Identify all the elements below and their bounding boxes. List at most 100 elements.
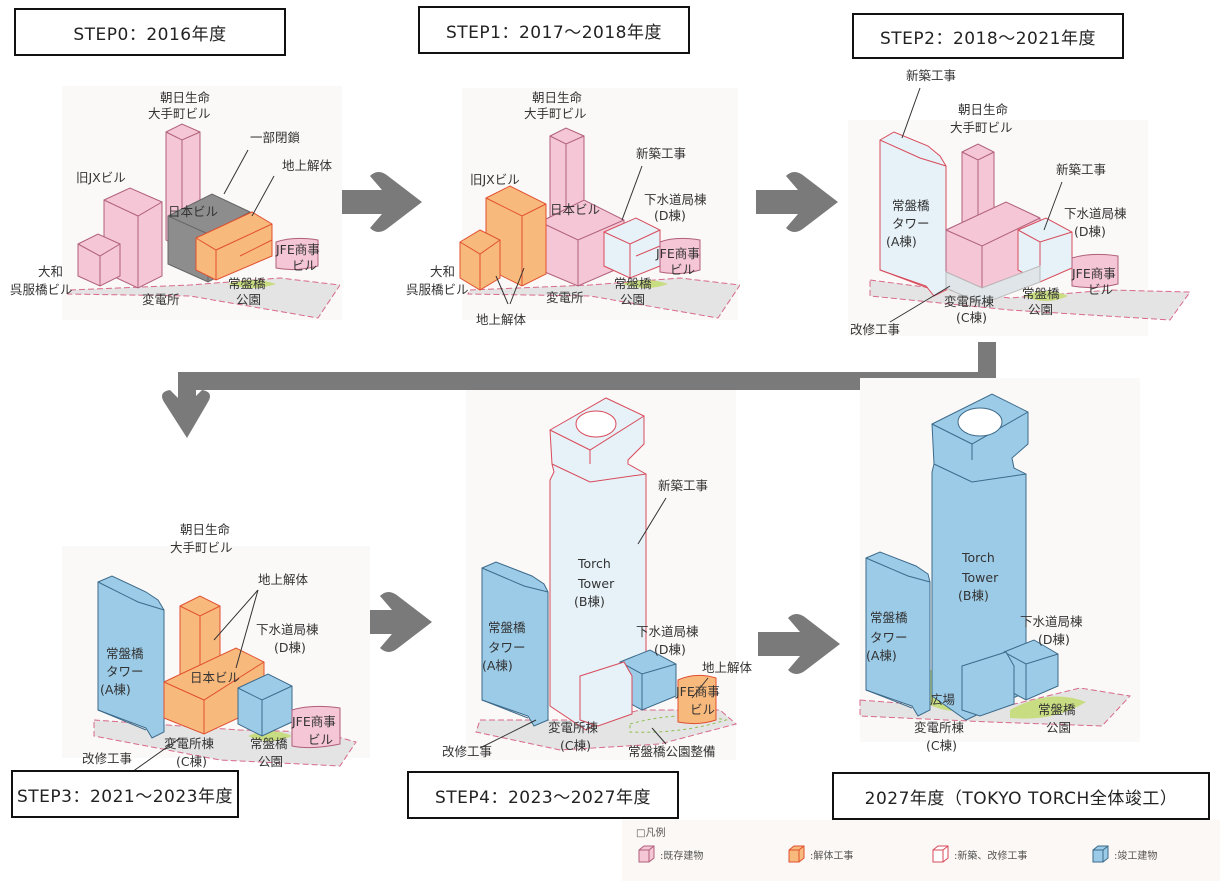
label-sewerage-2: (D棟): [654, 208, 686, 223]
label-above-ground-demolition: 地上解体: [476, 312, 527, 327]
step3-title-text: STEP3：2021～2023年度: [16, 786, 233, 807]
label-tower-1: 常盤橋: [870, 610, 908, 625]
label-jfe-1: JFE商事: [655, 246, 700, 261]
step3-illustration: 朝日生命 大手町ビル 地上解体 常盤橋 タワー (A棟) 日本ビル 下水道局棟 …: [93, 522, 357, 770]
final-title-text: 2027年度（TOKYO TORCH全体竣工）: [864, 788, 1178, 809]
legend-item-demolition: :解体工事: [786, 844, 853, 864]
torch-tower: [549, 397, 647, 731]
label-daiwa-1: 大和: [430, 264, 455, 279]
arrow-step0-to-step1: [340, 172, 422, 232]
cube-new-construction-icon: [932, 845, 949, 863]
label-park-2: 公園: [236, 292, 261, 307]
label-sewerage-1: 下水道局棟: [256, 622, 319, 637]
label-park-2: 公園: [258, 754, 283, 769]
label-park-development: 常盤橋公園整備: [628, 744, 716, 759]
label-torch-1: Torch: [577, 556, 611, 571]
label-park-1: 常盤橋: [1038, 702, 1076, 717]
label-jfe-1: JFE商事: [675, 684, 720, 699]
label-park-2: 公園: [620, 292, 645, 307]
label-jfe-2: ビル: [308, 732, 333, 747]
label-daiwa-2: 呉服橋ビル: [10, 282, 73, 297]
label-plaza: 広場: [930, 692, 955, 707]
label-sewerage-1: 下水道局棟: [1064, 206, 1127, 221]
demolition-building: [195, 211, 273, 281]
arrow-step1-to-step2: [756, 172, 838, 232]
label-substation-2: (C棟): [560, 738, 591, 753]
label-above-ground-demolition: 地上解体: [702, 660, 753, 675]
label-asahi-2: 大手町ビル: [950, 120, 1013, 135]
label-park-1: 常盤橋: [250, 736, 288, 751]
label-jfe-2: ビル: [670, 262, 695, 277]
park-area: [228, 280, 276, 288]
arrow-step2-to-step3: [162, 342, 996, 438]
label-jfe-2: ビル: [1088, 282, 1113, 297]
label-substation-1: 変電所棟: [944, 294, 995, 309]
label-tower-1: 常盤橋: [892, 198, 930, 213]
label-substation: 変電所: [142, 292, 180, 307]
label-substation-1: 変電所棟: [914, 720, 965, 735]
label-step3-renovation: 改修工事: [82, 751, 133, 766]
tokiwabashi-tower: [865, 551, 931, 717]
label-renovation: 改修工事: [442, 744, 492, 759]
jfe-building: [1071, 253, 1119, 289]
label-jfe-2: ビル: [292, 258, 317, 273]
tokiwabashi-tower: [481, 561, 549, 727]
step1-illustration: 朝日生命 大手町ビル 旧JXビル 新築工事 日本ビル 下水道局棟 (D棟) JF…: [406, 90, 740, 327]
legend-label-demolition: :解体工事: [810, 850, 854, 862]
arrow-right-icon: [758, 614, 840, 674]
label-park-1: 常盤橋: [614, 276, 652, 291]
label-asahi-1: 朝日生命: [180, 522, 231, 537]
label-substation: 変電所: [546, 290, 584, 305]
park-area: [622, 280, 668, 288]
label-new-construction: 新築工事: [658, 478, 708, 493]
jfe-building: [659, 237, 701, 275]
label-sewerage-2: (D棟): [274, 640, 306, 655]
label-daiwa-2: 呉服橋ビル: [406, 282, 469, 297]
label-torch-2: Tower: [577, 576, 615, 591]
label-sewerage-1: 下水道局棟: [644, 192, 707, 207]
label-old-jx: 旧JXビル: [76, 170, 126, 185]
label-renovation: 改修工事: [850, 322, 900, 337]
daiwa-building: [459, 229, 501, 291]
legend-item-existing: :既存建物: [636, 844, 703, 864]
step1-title: STEP1：2017～2018年度: [418, 6, 690, 54]
step2-illustration: 新築工事 朝日生命 大手町ビル 常盤橋 タワー (A棟) 新築工事 下水道局棟 …: [850, 68, 1191, 337]
final-title: 2027年度（TOKYO TORCH全体竣工）: [832, 772, 1210, 820]
legend-label-new-construction: :新築、改修工事: [954, 850, 1028, 862]
park-area: [1024, 291, 1068, 301]
label-new-construction: 新築工事: [636, 146, 686, 161]
legend-item-completed: :竣工建物: [1090, 844, 1157, 864]
jfe-building: [291, 705, 341, 749]
site-ground: [67, 277, 340, 319]
label-tower-3: (A棟): [886, 234, 917, 249]
label-tower-1: 常盤橋: [488, 620, 526, 635]
label-torch-3: (B棟): [958, 588, 989, 603]
label-partial-closure: 一部閉鎖: [250, 130, 301, 145]
tokiwabashi-tower: [879, 131, 947, 297]
label-jfe-1: JFE商事: [291, 714, 336, 729]
arrow-right-icon: [756, 172, 838, 232]
label-jfe-2: ビル: [690, 702, 715, 717]
step2-title: STEP2：2018～2021年度: [852, 13, 1124, 59]
step0-illustration: 朝日生命 大手町ビル 旧JXビル 一部閉鎖 地上解体 日本ビル JFE商事 ビル…: [10, 90, 340, 319]
sewerage-building: [1017, 217, 1073, 283]
jfe-building: [275, 237, 319, 271]
site-ground: [467, 277, 740, 319]
legend-item-new-construction: :新築、改修工事: [930, 844, 1027, 864]
label-sewerage-2: (D棟): [1074, 224, 1106, 239]
step0-title: STEP0：2016年度: [14, 8, 286, 56]
legend-label-existing: :既存建物: [660, 850, 704, 862]
label-tower-3: (A棟): [482, 658, 513, 673]
step4-illustration: 新築工事 Torch Tower (B棟) 常盤橋 タワー (A棟) 下水道局棟…: [442, 397, 753, 759]
tokiwabashi-tower: [97, 575, 165, 739]
label-torch-3: (B棟): [574, 594, 605, 609]
legend-label-completed: :竣工建物: [1114, 850, 1158, 862]
label-asahi-2: 大手町ビル: [148, 106, 211, 121]
label-asahi-2: 大手町ビル: [170, 540, 233, 555]
label-substation-2: (C棟): [926, 738, 957, 753]
label-sewerage-2: (D棟): [1038, 632, 1070, 647]
label-jfe-1: JFE商事: [275, 242, 320, 257]
label-torch-1: Torch: [961, 550, 995, 565]
step3-title: STEP3：2021～2023年度: [11, 770, 239, 818]
label-park-1: 常盤橋: [1022, 286, 1060, 301]
